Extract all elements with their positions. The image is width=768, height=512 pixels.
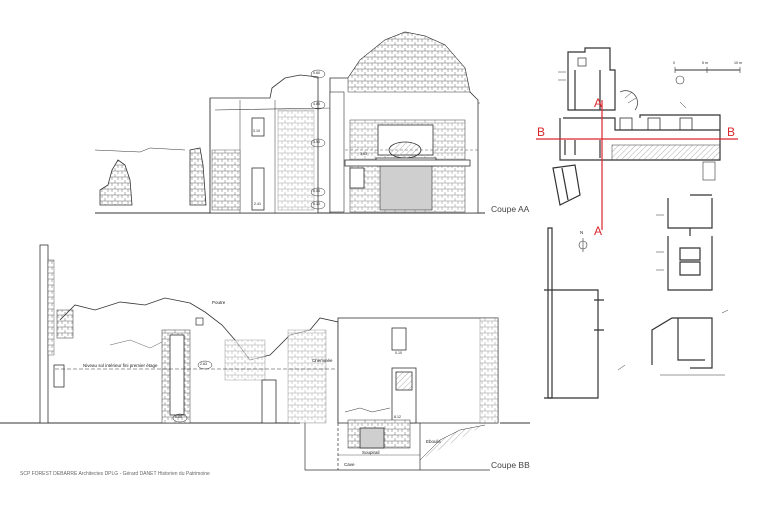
elevation-label: 4.85 xyxy=(313,102,320,106)
north-label: N xyxy=(580,230,584,235)
elevation-label: 0.60 xyxy=(313,71,320,75)
elevation-label: 2.63 xyxy=(200,362,207,366)
label-niveau-sol: Niveau sol intérieur fini premier étage xyxy=(83,363,158,368)
cut-label-b-left: B xyxy=(537,125,546,139)
elevation-label: 0.00 xyxy=(175,415,182,419)
label-cave: Cave xyxy=(344,462,355,467)
elevation-label: 3.50 xyxy=(313,140,320,144)
section-bb-drawing xyxy=(0,244,530,471)
section-aa-title: Coupe AA xyxy=(491,204,530,214)
elevation-label: 2.41 xyxy=(254,202,261,206)
elevation-label: 0.10 xyxy=(313,202,320,206)
elevation-label: 3.63 xyxy=(360,152,367,156)
scale-mid: 5 m xyxy=(702,61,708,65)
floor-plan xyxy=(544,47,741,399)
section-aa-drawing xyxy=(94,31,485,214)
cut-label-b-right: B xyxy=(727,125,736,139)
elevation-label: 3.10 xyxy=(253,129,260,133)
elevation-label: 0.10 xyxy=(395,351,402,355)
elevation-label: 0.53 xyxy=(313,189,320,193)
scale-end: 10 m xyxy=(734,61,742,65)
label-cheminee: Cheminée xyxy=(312,358,333,363)
label-poutre: Poutre xyxy=(212,300,226,305)
scale-start: 0 xyxy=(673,61,675,65)
section-cut-lines xyxy=(536,100,738,230)
label-soupirail: Soupirail xyxy=(362,450,380,455)
label-eboulis: Eboulis xyxy=(426,439,441,444)
section-bb-title: Coupe BB xyxy=(491,460,530,470)
cut-label-a-top: A xyxy=(594,96,603,110)
cut-label-a-bottom: A xyxy=(594,224,603,238)
elevation-label: 8.12 xyxy=(394,415,401,419)
credits-line: SCP FOREST DEBARRE Architectes DPLG - Gé… xyxy=(20,471,210,477)
